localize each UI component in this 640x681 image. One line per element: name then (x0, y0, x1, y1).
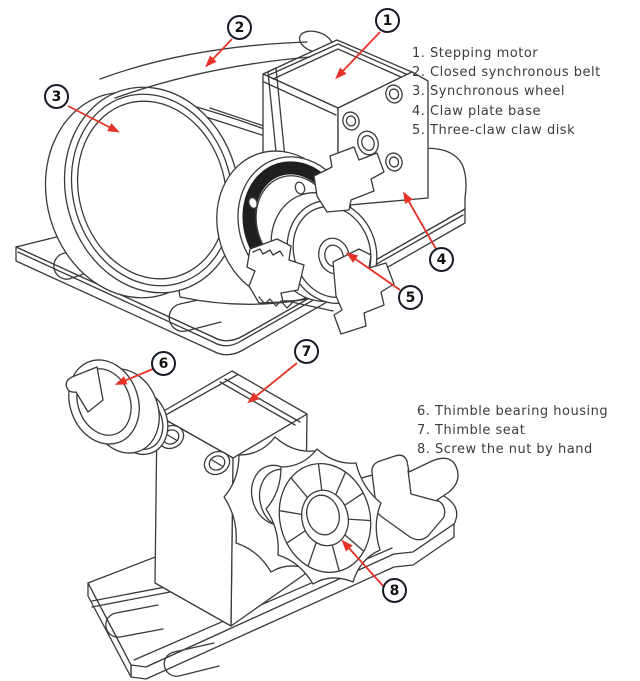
callout-badge-1: 1 (375, 8, 400, 33)
callout-arrow-8 (341, 539, 385, 588)
callout-arrows (67, 31, 437, 588)
legend-item: 7. Thimble seat (417, 423, 526, 439)
synchronous-belt-drawing (99, 41, 311, 99)
callout-arrow-2 (205, 38, 233, 68)
callout-arrow-1 (335, 31, 381, 80)
claw-disk-drawing (246, 146, 395, 335)
legend-item: 6. Thimble bearing housing (417, 404, 609, 419)
callout-badge-4: 4 (429, 247, 454, 272)
callout-arrow-3 (67, 105, 120, 133)
callout-badge-7: 7 (294, 339, 319, 364)
legend-bottom: 6. Thimble bearing housing 7. Thimble se… (417, 402, 608, 460)
legend-item: 5. Three-claw claw disk (412, 122, 576, 138)
hand-wheel-drawing (223, 436, 382, 585)
callout-badge-5: 5 (398, 285, 423, 310)
legend-item: 8. Screw the nut by hand (417, 442, 593, 458)
legend-item: 4. Claw plate base (412, 103, 542, 119)
legend-top: 1. Stepping motor 2. Closed synchronous … (412, 44, 601, 140)
rotary-axis-drawing (15, 30, 467, 356)
synchronous-wheel-drawing (44, 86, 241, 299)
legend-item: 3. Synchronous wheel (412, 84, 565, 100)
callout-badge-2: 2 (227, 15, 252, 40)
legend-item: 1. Stepping motor (412, 46, 539, 61)
callout-arrow-4 (403, 191, 437, 250)
callout-arrow-6 (114, 368, 154, 385)
callout-badge-8: 8 (382, 578, 407, 603)
callout-badge-6: 6 (151, 351, 176, 376)
tailstock-drawing (65, 359, 459, 680)
callout-arrow-7 (247, 362, 298, 404)
callout-badge-3: 3 (44, 84, 69, 109)
legend-item: 2. Closed synchronous belt (412, 65, 601, 81)
callout-arrow-5 (345, 252, 401, 291)
